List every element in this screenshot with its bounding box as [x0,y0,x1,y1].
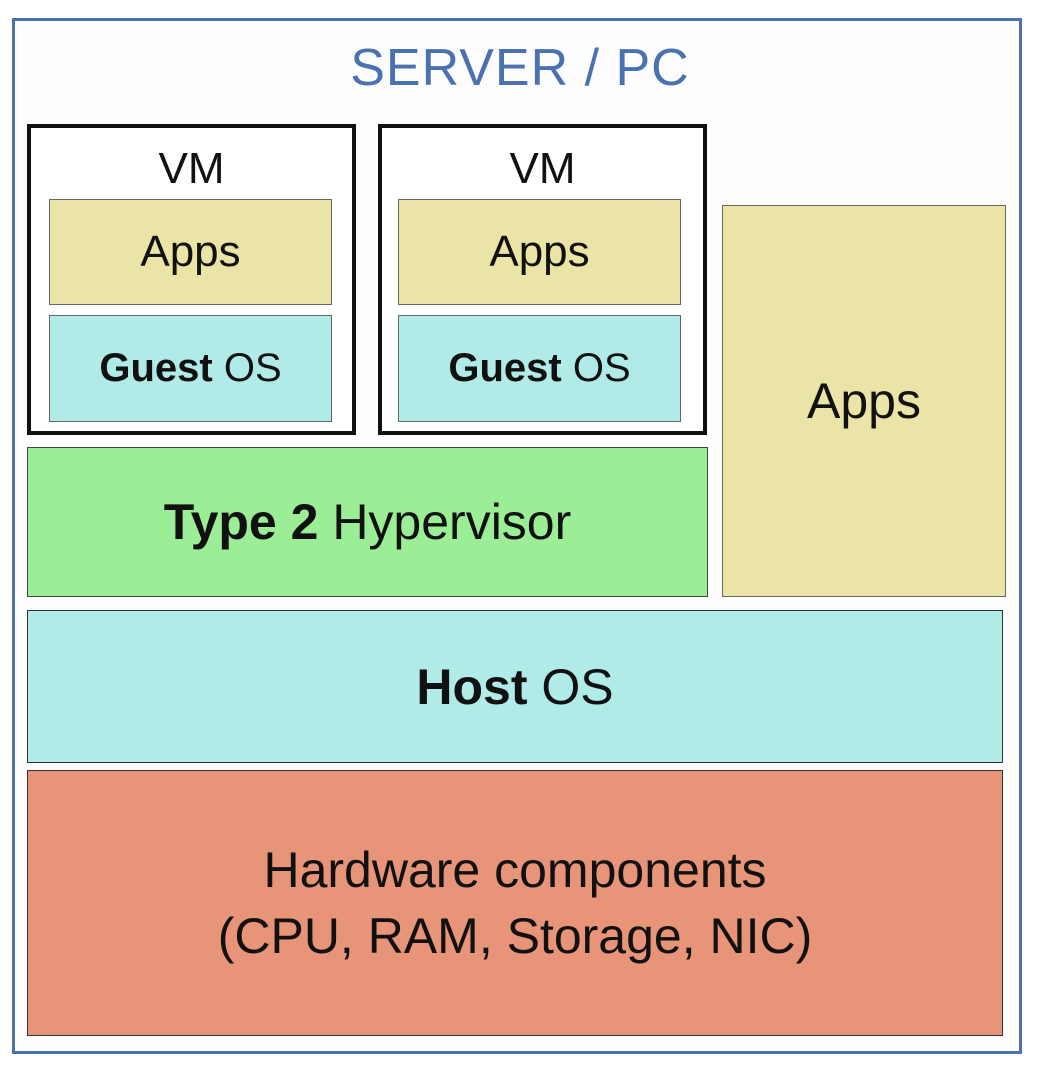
guest-os-2: Guest OS [398,315,681,422]
host-apps: Apps [722,205,1006,597]
type2-hypervisor: Type 2 Hypervisor [27,447,708,597]
vm-apps-2: Apps [398,199,681,305]
guest-os-label: Guest OS [99,346,282,390]
guest-os-label: Guest OS [448,346,631,390]
hardware-label-line1: Hardware components [263,842,767,898]
host-os: Host OS [27,610,1003,763]
vm-label: VM [158,144,225,193]
host-apps-label: Apps [807,373,921,429]
hardware-label-line2: (CPU, RAM, Storage, NIC) [217,908,813,964]
guest-os-1: Guest OS [49,315,332,422]
vm-apps-1: Apps [49,199,332,305]
vm-apps-label: Apps [489,227,590,276]
vm-apps-label: Apps [140,227,241,276]
hardware-components: Hardware components (CPU, RAM, Storage, … [27,770,1003,1036]
host-os-label: Host OS [416,658,614,715]
hypervisor-label: Type 2 Hypervisor [163,494,572,550]
diagram-title: SERVER / PC [350,39,690,97]
vm-label: VM [509,144,576,193]
